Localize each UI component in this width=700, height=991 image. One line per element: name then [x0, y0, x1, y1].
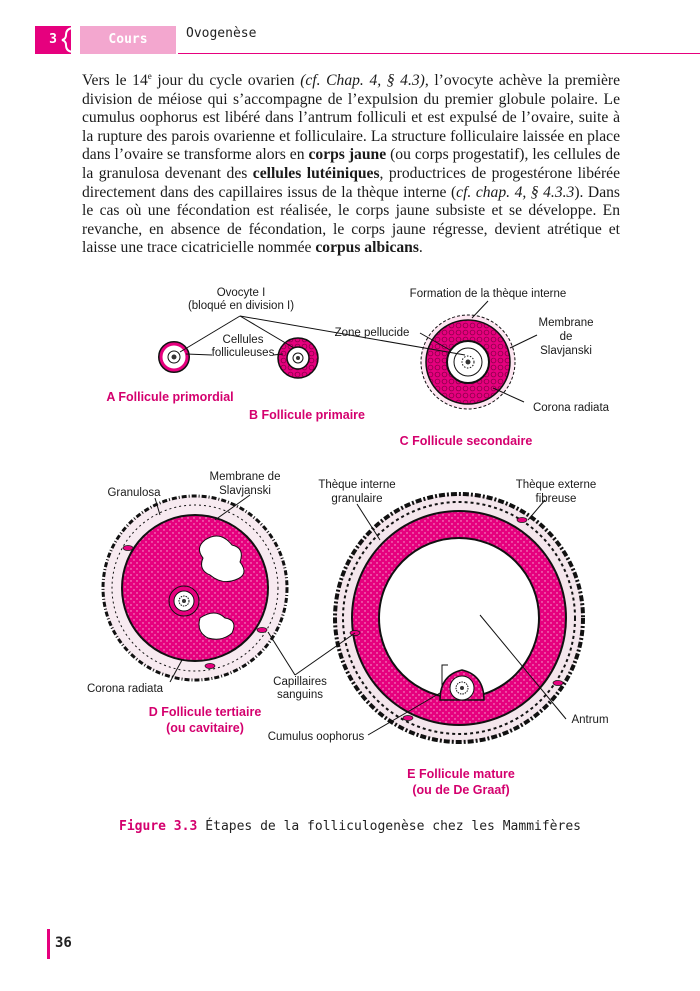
chapter-number: 3 — [35, 26, 71, 54]
label-corona-radiata-d: Corona radiata — [87, 683, 164, 695]
stage-a-label: A Follicule primordial — [106, 390, 233, 404]
label-slavjanski-d: Slavjanski — [219, 485, 271, 497]
text-run: . — [418, 239, 423, 257]
label-formation: Formation de la thèque interne — [410, 288, 567, 300]
stage-b-label: B Follicule primaire — [249, 408, 365, 422]
follicle-primary — [277, 337, 319, 379]
paragraph-text: Vers le 14e jour du cycle ovarien (cf. C… — [82, 70, 621, 258]
chapter-title: Ovogenèse — [186, 26, 257, 41]
text-run: Vers le 14 — [82, 72, 148, 89]
label-de: de — [560, 331, 573, 343]
page-header: 3 Cours Ovogenèse — [0, 26, 700, 54]
section-tab: Cours — [80, 26, 176, 54]
label-membrane-de: Membrane de — [210, 471, 281, 483]
bold-term: corpus albicans — [315, 239, 419, 257]
label-cumulus: Cumulus oophorus — [268, 731, 365, 743]
text-run: , l’ovocyte achève la première division … — [82, 72, 621, 164]
stage-d-label: D Follicule tertiaire — [149, 705, 262, 719]
stage-e-label: E Follicule mature — [407, 767, 515, 781]
superscript: e — [147, 70, 152, 81]
text-run: ). Dans le cas où une fécondation est ré… — [82, 183, 620, 257]
label-theque-interne: Thèque interne — [318, 479, 395, 491]
follicle-primordial — [158, 341, 190, 373]
label-capillaires: Capillaires — [273, 676, 327, 688]
italic-reference: cf. chap. 4, § 4.3.3 — [456, 183, 575, 201]
follicle-tertiary — [101, 494, 289, 682]
label-sanguins: sanguins — [277, 689, 323, 701]
body-paragraph: Vers le 14e jour du cycle ovarien (cf. C… — [82, 70, 621, 258]
label-slavjanski: Slavjanski — [540, 345, 592, 357]
stage-c-label: C Follicule secondaire — [400, 434, 533, 448]
label-ovocyte: Ovocyte I — [217, 287, 266, 299]
label-corona-radiata-c: Corona radiata — [533, 402, 610, 414]
page-number-bar — [47, 929, 50, 959]
label-antrum: Antrum — [571, 714, 608, 726]
text-run: jour du cycle ovarien — [151, 72, 301, 89]
label-membrane: Membrane — [539, 317, 594, 329]
label-granulosa: Granulosa — [107, 487, 161, 499]
stage-d-sublabel: (ou cavitaire) — [166, 721, 244, 735]
text-run: , productrices de progestérone libérée d… — [82, 164, 620, 201]
header-rule — [178, 53, 700, 54]
label-folliculeuses: folliculeuses — [212, 347, 275, 359]
leader-lines — [154, 300, 567, 736]
figure-number: Figure 3.3 — [119, 819, 198, 834]
figure-caption: Figure 3.3 Étapes de la folliculogenèse c… — [0, 819, 700, 834]
label-theque-externe: Thèque externe — [516, 479, 597, 491]
bold-term: cellules lutéiniques — [252, 164, 380, 182]
label-fibreuse: fibreuse — [536, 493, 577, 505]
label-granulaire: granulaire — [331, 493, 382, 505]
follicle-mature — [333, 492, 585, 744]
folliculogenesis-figure: Ovocyte I (bloqué en division I) Cellule… — [87, 287, 610, 797]
label-cellules: Cellules — [223, 334, 264, 346]
label-zone-pellucide: Zone pellucide — [335, 327, 410, 339]
text-run: (ou corps progestatif), les cellules de … — [82, 146, 620, 182]
follicle-secondary — [420, 314, 516, 410]
stage-e-sublabel: (ou de De Graaf) — [412, 783, 509, 797]
bold-term: corps jaune — [308, 146, 387, 164]
italic-reference: (cf. Chap. 4, § 4.3) — [300, 72, 425, 89]
brace-ornament-icon — [61, 27, 75, 53]
label-bloque: (bloqué en division I) — [188, 300, 294, 312]
figure-caption-text: Étapes de la folliculogenèse chez les Ma… — [205, 819, 581, 834]
page-number: 36 — [55, 935, 72, 951]
